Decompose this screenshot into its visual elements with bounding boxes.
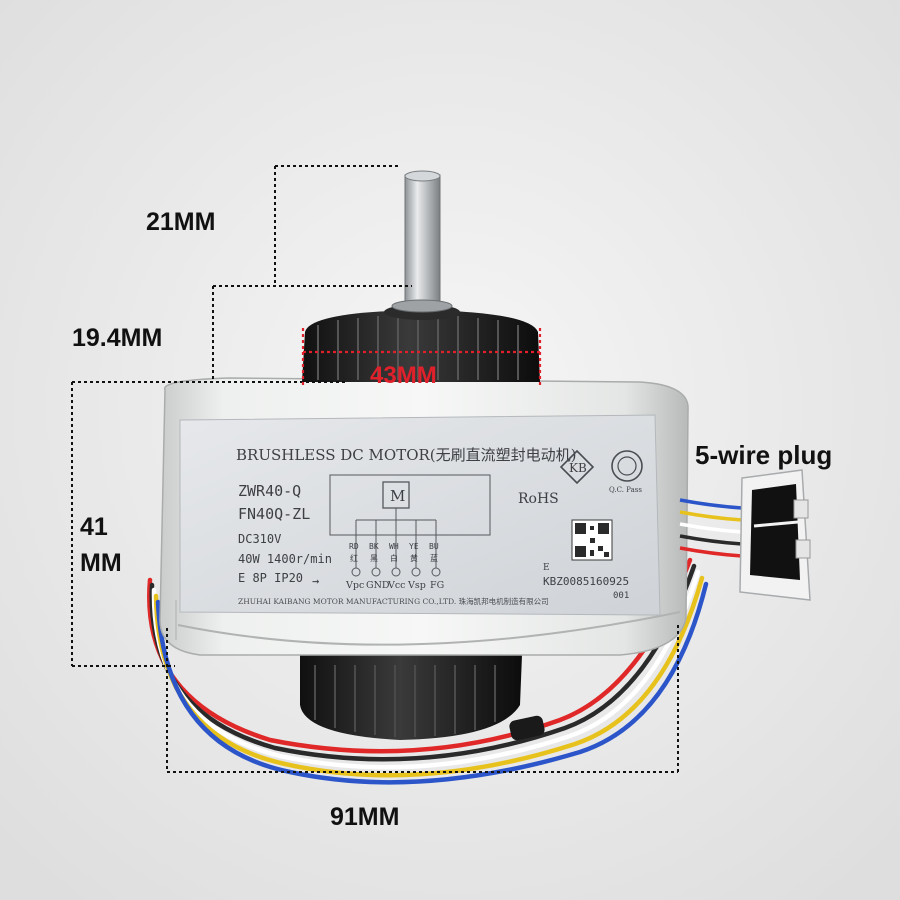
- motor-symbol: M: [390, 487, 405, 505]
- wire-tie: [509, 715, 545, 741]
- five-pin-connector: [739, 469, 811, 601]
- wiring-diagram: [329, 474, 491, 577]
- wire-code-3: WH: [389, 542, 399, 551]
- wire-code-1: RD: [349, 542, 359, 551]
- motor-shaft: [391, 170, 453, 313]
- connector-leads: [679, 498, 743, 558]
- dimension-body-height-unit: MM: [80, 549, 122, 577]
- wire-cn-2: 黑: [370, 554, 378, 563]
- wire-cn-1: 红: [350, 553, 358, 563]
- pin-fg: FG: [430, 580, 444, 591]
- pin-vpc: Vpc: [345, 580, 364, 591]
- bottom-hub: [300, 655, 522, 740]
- e-mark: E: [543, 563, 550, 573]
- plug-callout: 5-wire plug: [695, 440, 833, 470]
- label-arrow: →: [312, 574, 319, 588]
- kb-logo-icon: KB: [559, 449, 595, 485]
- dimension-hub-height: 19.4MM: [72, 324, 163, 352]
- dimension-hub-diameter: 43MM: [370, 362, 437, 389]
- label-part-no: FN40Q-ZL: [238, 505, 310, 523]
- label-rating: 40W 1400r/min: [238, 552, 332, 566]
- dimension-body-height-value: 41: [80, 513, 108, 541]
- rohs-mark: RoHS: [518, 491, 559, 507]
- motor-label-plate: BRUSHLESS DC MOTOR(无刷直流塑封电动机) ZWR40-Q FN…: [179, 414, 661, 616]
- svg-text:KB: KB: [569, 461, 587, 475]
- wire-code-4: YE: [409, 542, 419, 551]
- pin-vcc: Vcc: [387, 580, 406, 591]
- label-model: ZWR40-Q: [238, 482, 301, 500]
- wire-harness: [147, 557, 709, 785]
- qc-pass-mark: Q.C. Pass: [609, 486, 642, 494]
- label-voltage: DC310V: [238, 532, 281, 546]
- serial-number: KBZ0085160925: [543, 575, 629, 588]
- label-heading: BRUSHLESS DC MOTOR(无刷直流塑封电动机): [236, 446, 577, 464]
- date-suffix: 001: [613, 591, 629, 601]
- label-class: E 8P IP20: [238, 571, 303, 585]
- wire-code-5: BU: [429, 542, 439, 551]
- pin-gnd: GND: [366, 580, 390, 591]
- ccc-mark-icon: [611, 450, 643, 482]
- wire-cn-3: 白: [390, 553, 398, 563]
- qr-code-icon: [571, 519, 613, 561]
- pin-vsp: Vsp: [407, 580, 426, 591]
- wire-cn-5: 蓝: [430, 553, 438, 563]
- dimension-shaft-length: 21MM: [146, 208, 216, 236]
- dimension-lines: [71, 165, 679, 773]
- dimension-body-width: 91MM: [330, 803, 400, 831]
- wire-code-2: BK: [369, 542, 379, 551]
- wire-cn-4: 黄: [410, 553, 418, 563]
- label-manufacturer: ZHUHAI KAIBANG MOTOR MANUFACTURING CO.,L…: [238, 596, 549, 606]
